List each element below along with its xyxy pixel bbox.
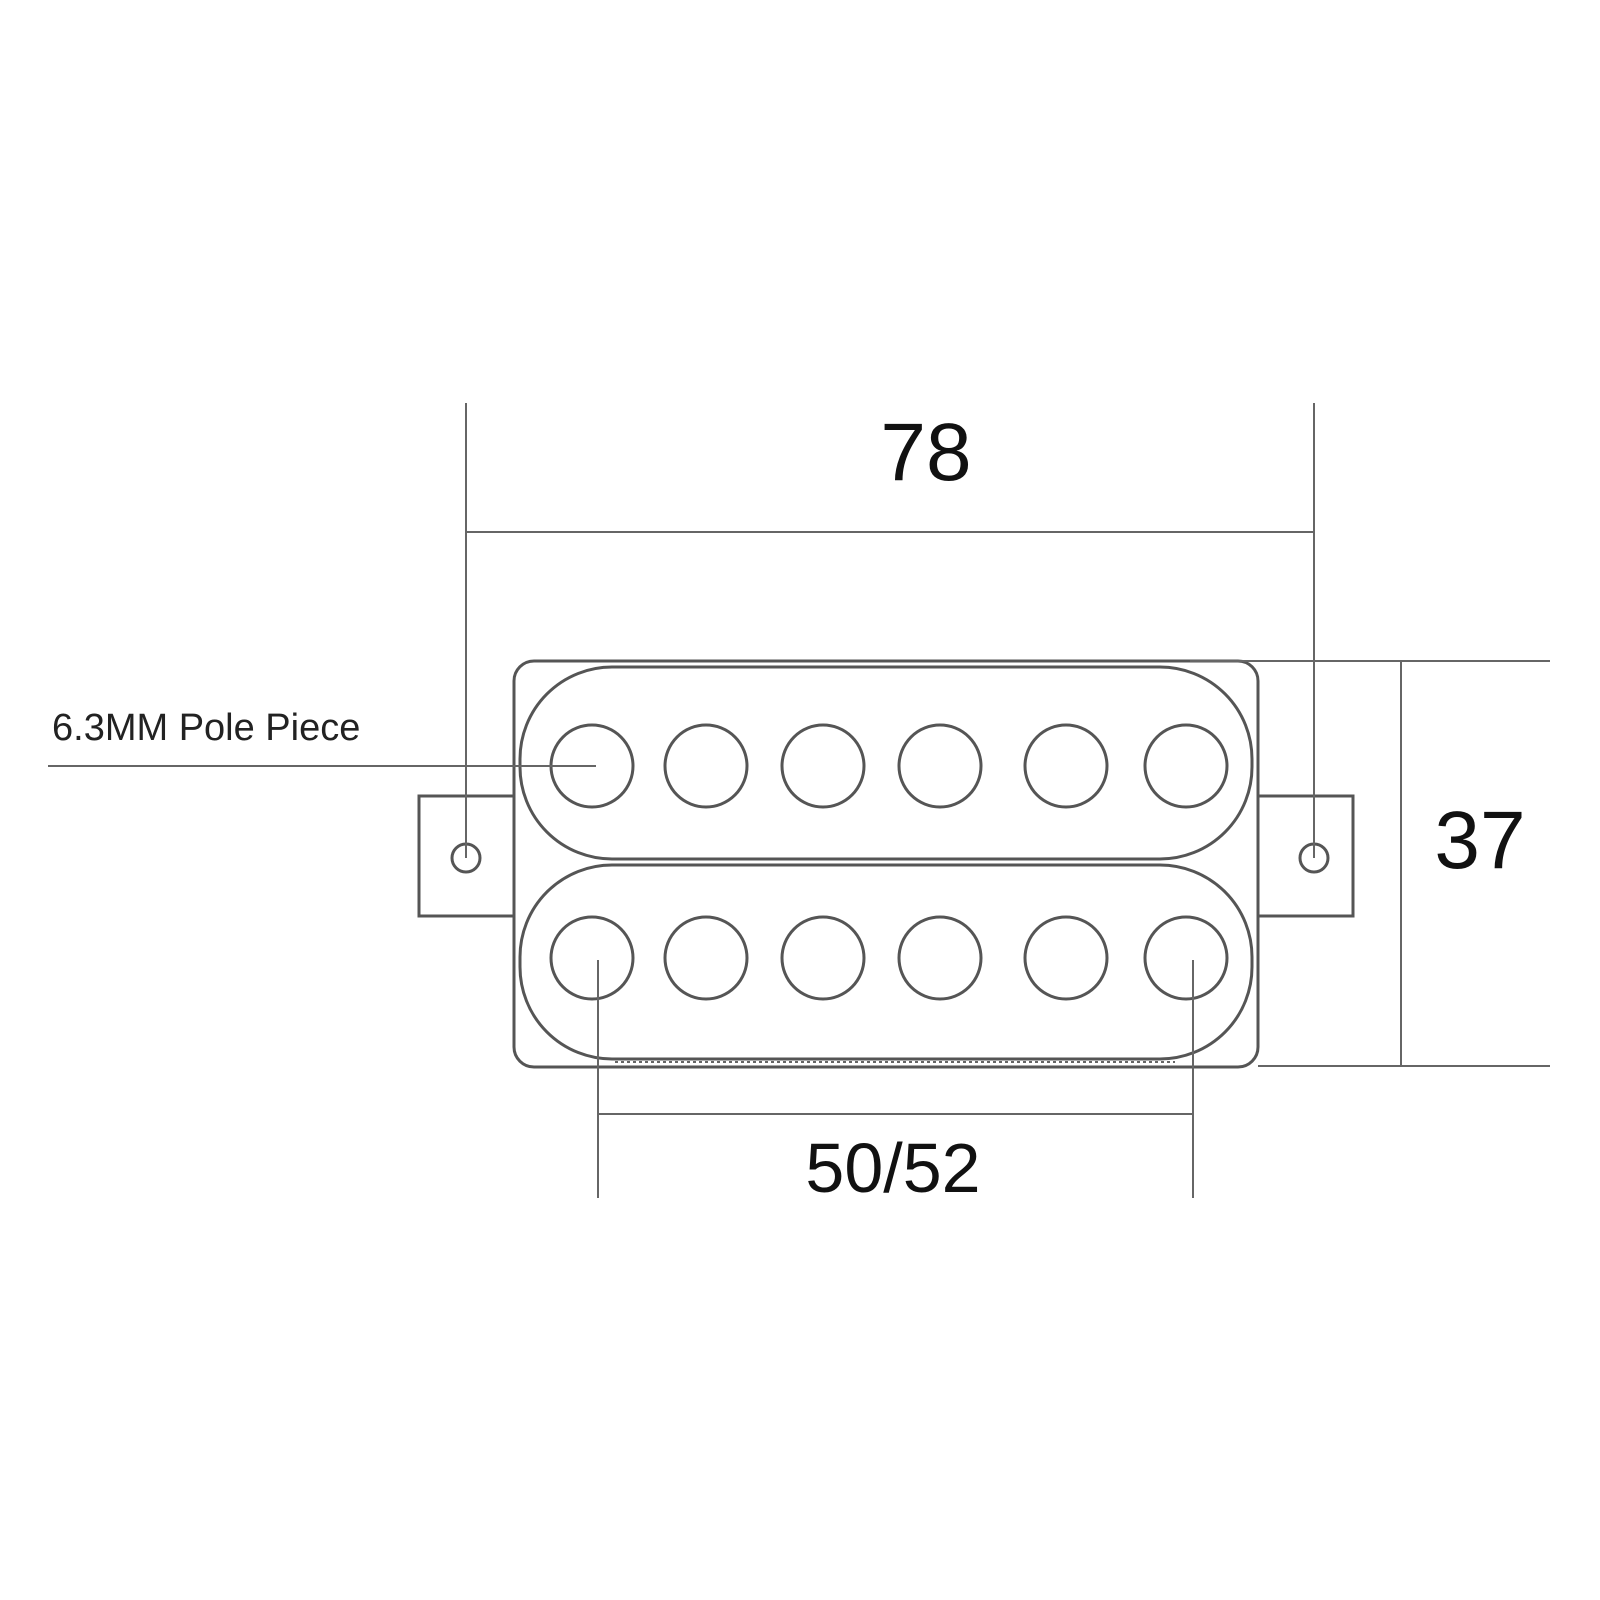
pole-piece-top-2 <box>663 723 749 809</box>
width-dimension-label: 78 <box>880 407 971 498</box>
pole-piece-bottom-4 <box>897 915 983 1001</box>
pole-pieces <box>549 723 1229 1001</box>
height-dimension-label: 37 <box>1434 795 1525 886</box>
pole-piece-top-6 <box>1143 723 1229 809</box>
pole-piece-top-4 <box>897 723 983 809</box>
dimension-lines <box>48 403 1550 1198</box>
pole-piece-bottom-2 <box>663 915 749 1001</box>
pole-spacing-label: 50/52 <box>805 1129 980 1207</box>
pole-piece-top-3 <box>780 723 866 809</box>
bottom-coil <box>518 863 1254 1061</box>
pickup-outline <box>417 659 1355 1069</box>
top-coil <box>518 665 1254 861</box>
pole-piece-top-5 <box>1023 723 1109 809</box>
pole-piece-callout-label: 6.3MM Pole Piece <box>52 707 360 749</box>
pole-piece-bottom-3 <box>780 915 866 1001</box>
pole-piece-bottom-5 <box>1023 915 1109 1001</box>
pole-piece-bottom-6 <box>1143 915 1229 1001</box>
pole-piece-bottom-1 <box>549 915 635 1001</box>
right-mounting-tab <box>1256 794 1355 918</box>
